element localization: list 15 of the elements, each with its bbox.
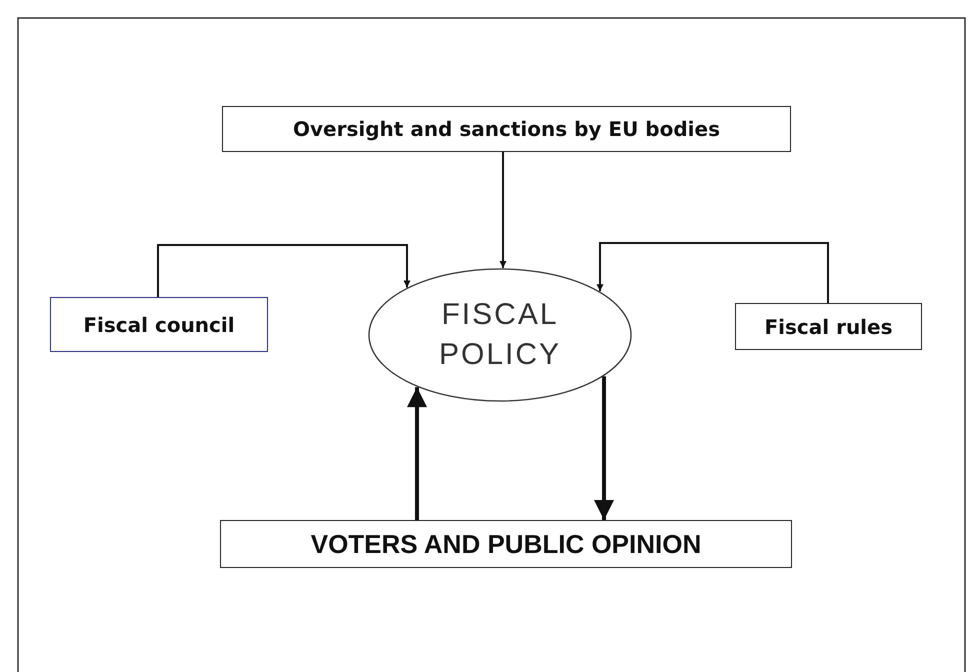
process-box <box>222 106 791 152</box>
arrow <box>407 387 427 520</box>
arrow <box>596 242 829 303</box>
process-box <box>220 520 792 568</box>
node-label: Fiscal rules <box>764 314 893 338</box>
node-label: Oversight and sanctions by EU bodies <box>293 117 720 141</box>
arrow <box>500 152 506 268</box>
arrow <box>157 244 410 297</box>
node-label: Fiscal council <box>83 312 235 336</box>
process-box <box>735 303 922 350</box>
node-label: FISCAL POLICY <box>438 296 562 373</box>
arrow <box>594 376 614 520</box>
policy-ellipse <box>368 268 632 402</box>
process-box <box>50 297 268 352</box>
node-label: VOTERS AND PUBLIC OPINION <box>310 528 702 560</box>
